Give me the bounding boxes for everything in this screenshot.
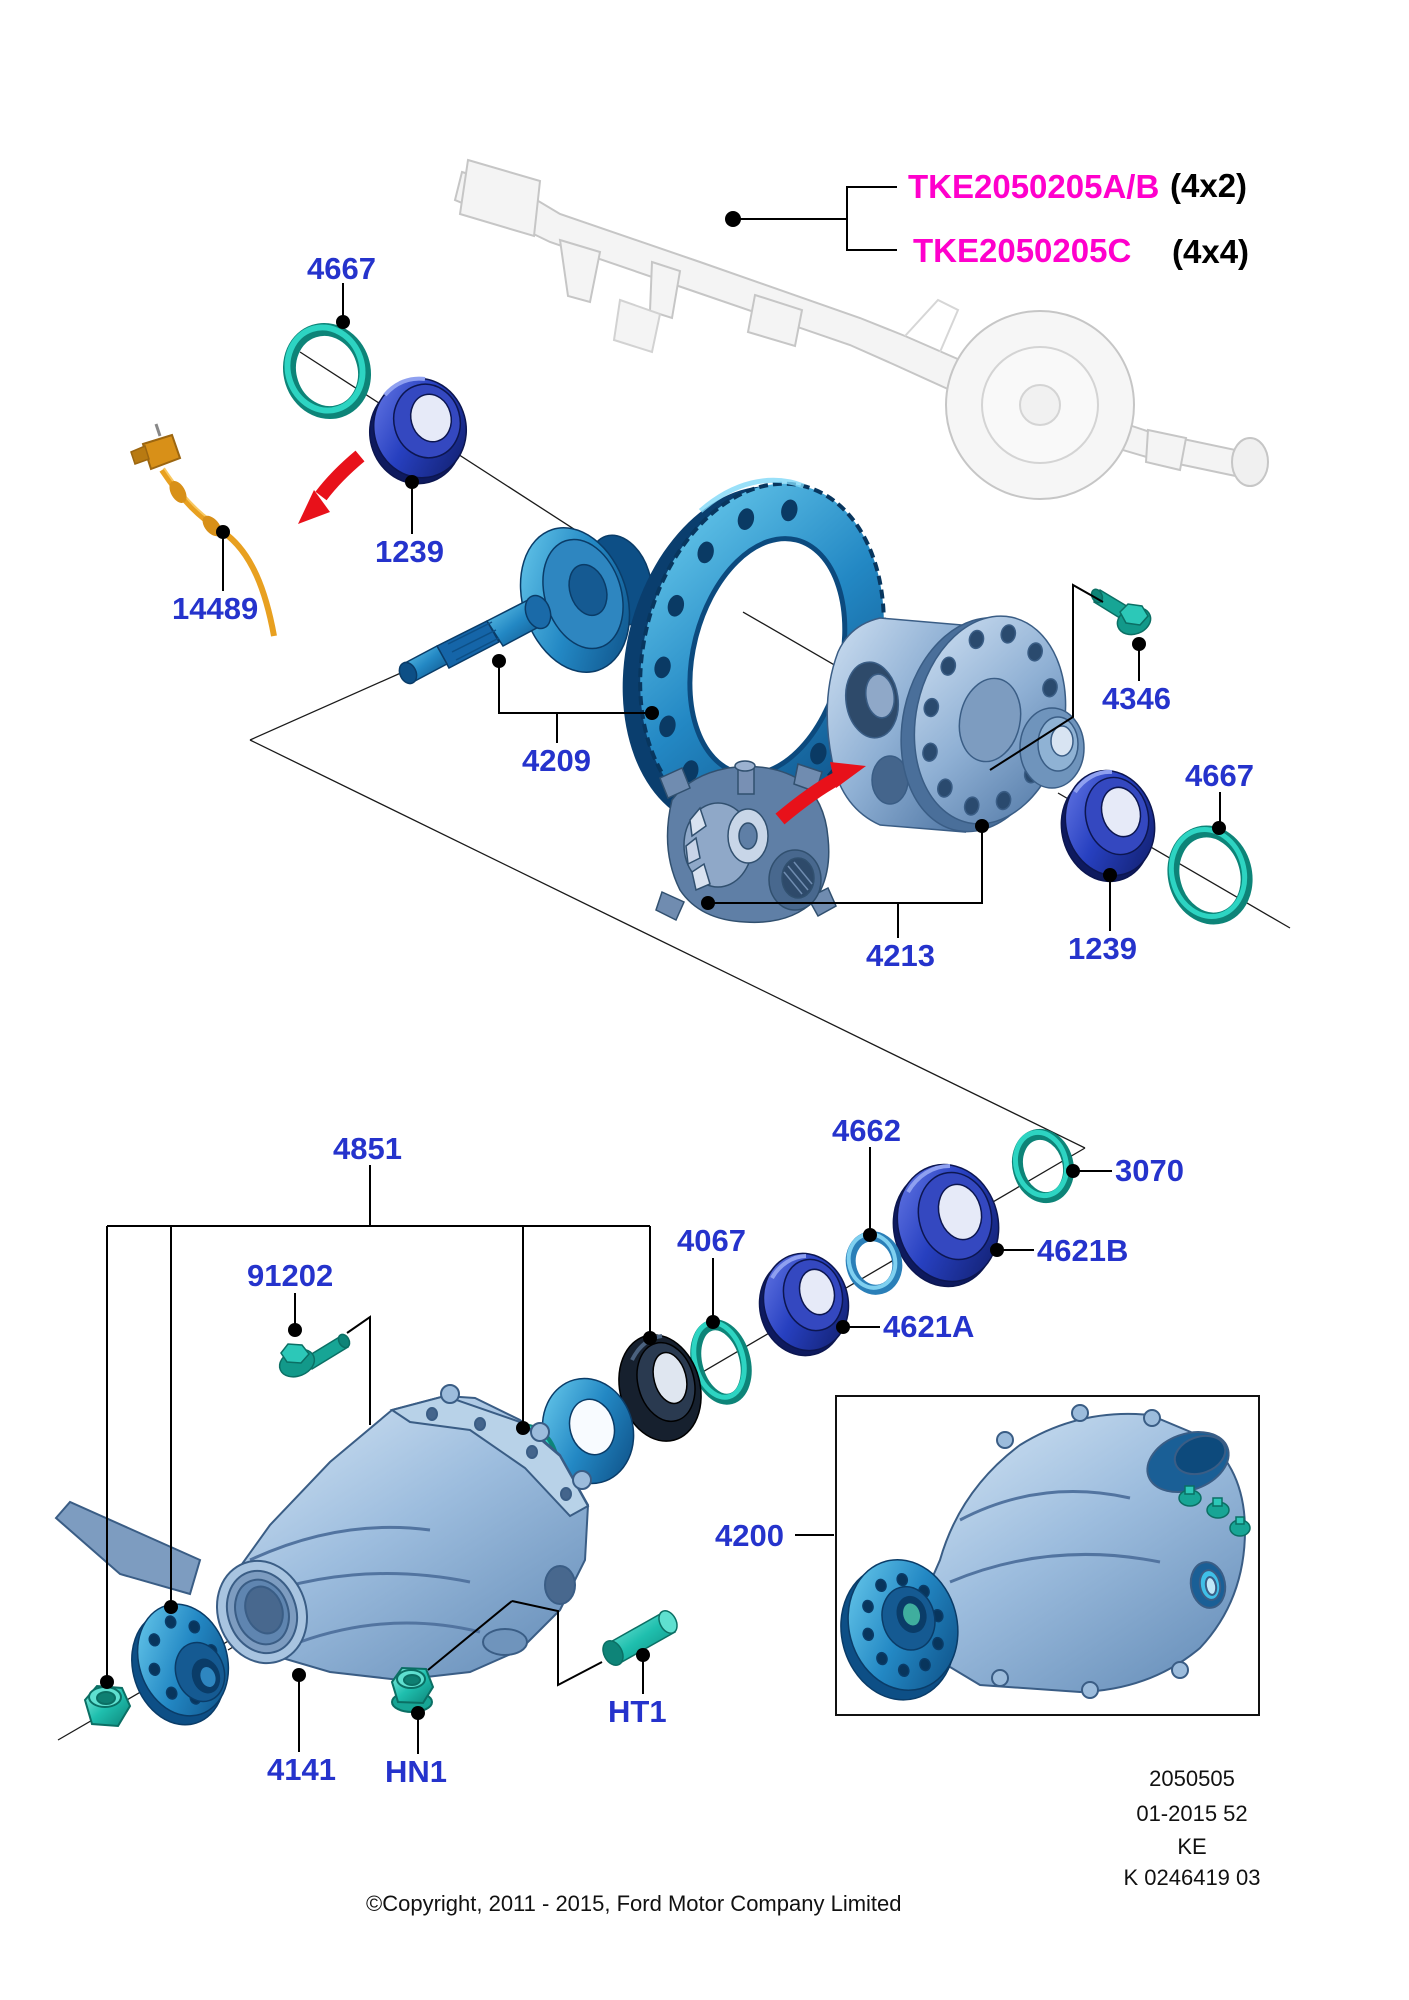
pinion-gear-4209 <box>398 527 653 685</box>
copyright-notice: ©Copyright, 2011 - 2015, Ford Motor Comp… <box>366 1891 902 1916</box>
variant-drive-4x4: (4x4) <box>1172 233 1250 270</box>
callout-91202: 91202 <box>247 1258 334 1293</box>
flange-bolt-91202 <box>278 1333 351 1378</box>
ring-gear-4209 <box>622 477 886 829</box>
install-arrow-left-icon <box>298 450 365 524</box>
oring-4667-left <box>282 322 372 420</box>
callout-4621b: 4621B <box>1037 1233 1129 1268</box>
variant-drive-4x2: (4x2) <box>1170 167 1248 204</box>
assembled-carrier-4200 <box>840 1404 1251 1701</box>
callout-4346: 4346 <box>1102 681 1171 716</box>
pinion-nut <box>83 1684 132 1728</box>
variant-label-4x2: TKE2050205A/B <box>908 168 1160 205</box>
differential-case-4213 <box>826 615 1085 833</box>
install-arrow-right-icon <box>775 762 866 825</box>
bearing-4621b <box>892 1163 1000 1288</box>
callout-4667-right: 4667 <box>1185 758 1254 793</box>
callout-4662: 4662 <box>832 1113 901 1148</box>
reference-number: K 0246419 03 <box>1123 1865 1261 1890</box>
differential-gearset-cutaway <box>655 760 837 924</box>
oring-3070 <box>1011 1128 1075 1204</box>
housing-nut-hn1 <box>390 1666 435 1713</box>
callout-hn1: HN1 <box>385 1754 448 1789</box>
callout-ht1: HT1 <box>608 1694 667 1729</box>
variant-label-4x4: TKE2050205C <box>913 232 1132 269</box>
slinger-washer-blue <box>541 1377 635 1485</box>
callout-1239-right: 1239 <box>1068 931 1137 966</box>
pinion-seal-black <box>618 1334 702 1442</box>
pinion-bearing-1239-right <box>1060 769 1156 883</box>
oring-4667-right <box>1167 825 1253 925</box>
axle-housing-ghost <box>453 158 1269 500</box>
callout-4067: 4067 <box>677 1223 746 1258</box>
pinion-seal-1239-left <box>368 376 468 485</box>
callout-4667-left: 4667 <box>307 251 376 286</box>
callout-4213: 4213 <box>866 938 935 973</box>
callout-14489: 14489 <box>172 591 259 626</box>
drawing-number: 2050505 <box>1149 1766 1235 1791</box>
callout-4621a: 4621A <box>883 1309 975 1344</box>
market-code: KE <box>1177 1834 1207 1859</box>
callout-3070: 3070 <box>1115 1153 1184 1188</box>
date-code: 01-2015 52 <box>1136 1801 1248 1826</box>
leader-dots <box>100 211 1226 1720</box>
stud-pin-ht1 <box>602 1610 678 1666</box>
case-bolt-4346 <box>1090 588 1152 636</box>
carrier-housing-4141 <box>54 1384 592 1682</box>
callout-4851: 4851 <box>333 1131 402 1166</box>
assembly-inset-box <box>835 1395 1260 1716</box>
callout-1239-left: 1239 <box>375 534 444 569</box>
leader-lines <box>106 186 1221 1754</box>
companion-flange <box>131 1603 230 1726</box>
callout-4209: 4209 <box>522 743 591 778</box>
bearing-4621a <box>758 1252 850 1357</box>
callout-4141: 4141 <box>267 1752 336 1787</box>
callout-4200: 4200 <box>715 1518 784 1553</box>
